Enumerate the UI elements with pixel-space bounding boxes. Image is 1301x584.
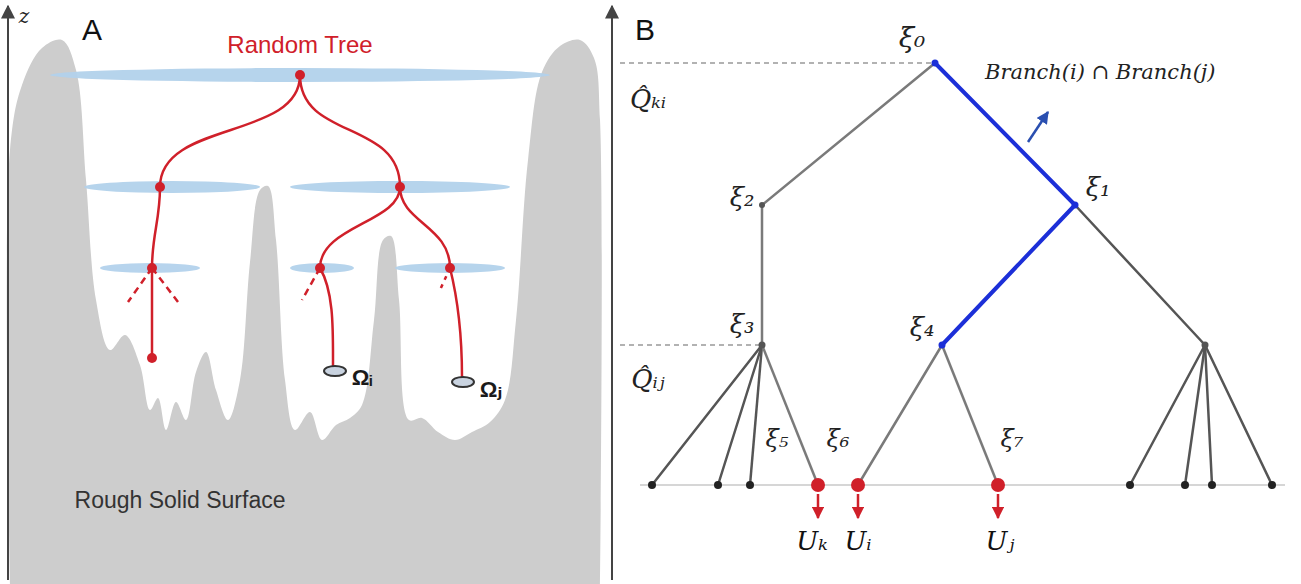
- tree-point: [155, 182, 165, 192]
- rough-surface: [7, 39, 602, 584]
- height-label: Q̂ᵢⱼ: [631, 366, 664, 393]
- tree-edge: [762, 345, 818, 485]
- tree-point: [147, 263, 157, 273]
- leaf: [1208, 481, 1216, 489]
- tree-edge: [1185, 345, 1205, 485]
- node-label: ξ₁: [1086, 174, 1111, 201]
- tree-branch-dashed: [128, 268, 152, 302]
- tree-branch-dashed: [302, 268, 320, 300]
- level-guide: [620, 62, 933, 64]
- tree-vertex: [932, 60, 939, 67]
- level-plane: [290, 263, 354, 273]
- tree-edge: [858, 345, 942, 485]
- leaf: [714, 481, 722, 489]
- level-plane: [50, 68, 550, 82]
- tree-vertex: [939, 342, 946, 349]
- pore-patch: [452, 377, 474, 387]
- node-label: ξ₃: [730, 311, 755, 338]
- tree-edge: [652, 345, 762, 485]
- output-label: Uⱼ: [986, 528, 1015, 555]
- output-leaf: [991, 478, 1005, 492]
- tree-edge: [942, 345, 998, 485]
- node-label: ξ₀: [899, 23, 926, 52]
- shared-branch-segment: [935, 63, 1075, 205]
- output-arrow: [997, 494, 1000, 518]
- leaf: [1181, 481, 1189, 489]
- branch-annotation: Branch(i) ∩ Branch(j): [985, 61, 1216, 83]
- tree-point: [395, 182, 405, 192]
- pointer-arrow: [1028, 112, 1048, 142]
- tree-branch: [160, 75, 300, 187]
- output-label: Uᵢ: [844, 528, 871, 555]
- tree-vertices: [648, 60, 1276, 490]
- pore-patch: [324, 366, 346, 376]
- panel-letter: B: [635, 14, 655, 46]
- height-label: Q̂ₖᵢ: [630, 86, 666, 113]
- tree-title: Random Tree: [227, 32, 372, 57]
- tree-edge: [1205, 345, 1212, 485]
- hierarchy-tree: [652, 63, 1272, 485]
- output-leaf: [851, 478, 865, 492]
- node-label: ξ₇: [1001, 427, 1024, 452]
- level-planes: [50, 68, 550, 273]
- tree-vertex: [759, 202, 765, 208]
- tree-point: [295, 70, 305, 80]
- output-leaf: [811, 478, 825, 492]
- tree-point: [315, 263, 325, 273]
- level-plane: [100, 263, 200, 273]
- level-guide: [620, 344, 760, 346]
- shared-branch: [935, 63, 1075, 345]
- tree-edge: [1075, 205, 1205, 345]
- tree-branch: [400, 187, 450, 268]
- leaf: [746, 481, 754, 489]
- level-plane: [84, 181, 260, 193]
- height-axis: [611, 6, 613, 580]
- level-plane: [395, 263, 505, 273]
- output-leaves: [811, 478, 1005, 518]
- output-label: Uₖ: [796, 528, 827, 555]
- axis-label: z: [19, 6, 30, 27]
- region-label: Ωⱼ: [480, 378, 502, 401]
- tree-branch: [300, 75, 400, 187]
- node-label: ξ₂: [730, 184, 755, 211]
- tree-branch: [151, 268, 154, 356]
- shared-branch-segment: [942, 205, 1075, 345]
- tree-edge: [762, 63, 935, 205]
- tree-point: [147, 353, 157, 363]
- tree-branch: [320, 187, 400, 268]
- output-arrow: [857, 494, 860, 518]
- random-tree: [128, 75, 462, 377]
- tree-vertex: [1072, 202, 1079, 209]
- node-label: ξ₄: [910, 314, 935, 341]
- region-label: Ωᵢ: [352, 366, 373, 389]
- level-plane: [290, 181, 510, 193]
- node-label: ξ₅: [766, 427, 789, 452]
- tree-point: [445, 263, 455, 273]
- leaf: [1268, 481, 1276, 489]
- tree-points: [147, 70, 455, 363]
- tree-edge: [718, 345, 762, 485]
- tree-edge: [761, 205, 764, 345]
- node-label: ξ₆: [827, 427, 850, 452]
- tree-edge: [750, 345, 762, 485]
- leaf: [648, 481, 656, 489]
- surface-group: [7, 39, 602, 584]
- tree-branch-dashed: [152, 268, 178, 302]
- tree-edge: [1130, 345, 1205, 485]
- tree-vertex: [1202, 342, 1209, 349]
- tree-branch: [450, 268, 462, 377]
- tree-branch: [152, 187, 160, 268]
- output-arrow: [817, 494, 820, 518]
- leaf: [1126, 481, 1134, 489]
- tree-edge: [1205, 345, 1272, 485]
- tree-branch: [320, 268, 333, 366]
- panel-letter: A: [82, 14, 102, 46]
- surface-label: Rough Solid Surface: [75, 488, 286, 512]
- z-axis: [7, 6, 9, 580]
- tree-vertex: [759, 342, 766, 349]
